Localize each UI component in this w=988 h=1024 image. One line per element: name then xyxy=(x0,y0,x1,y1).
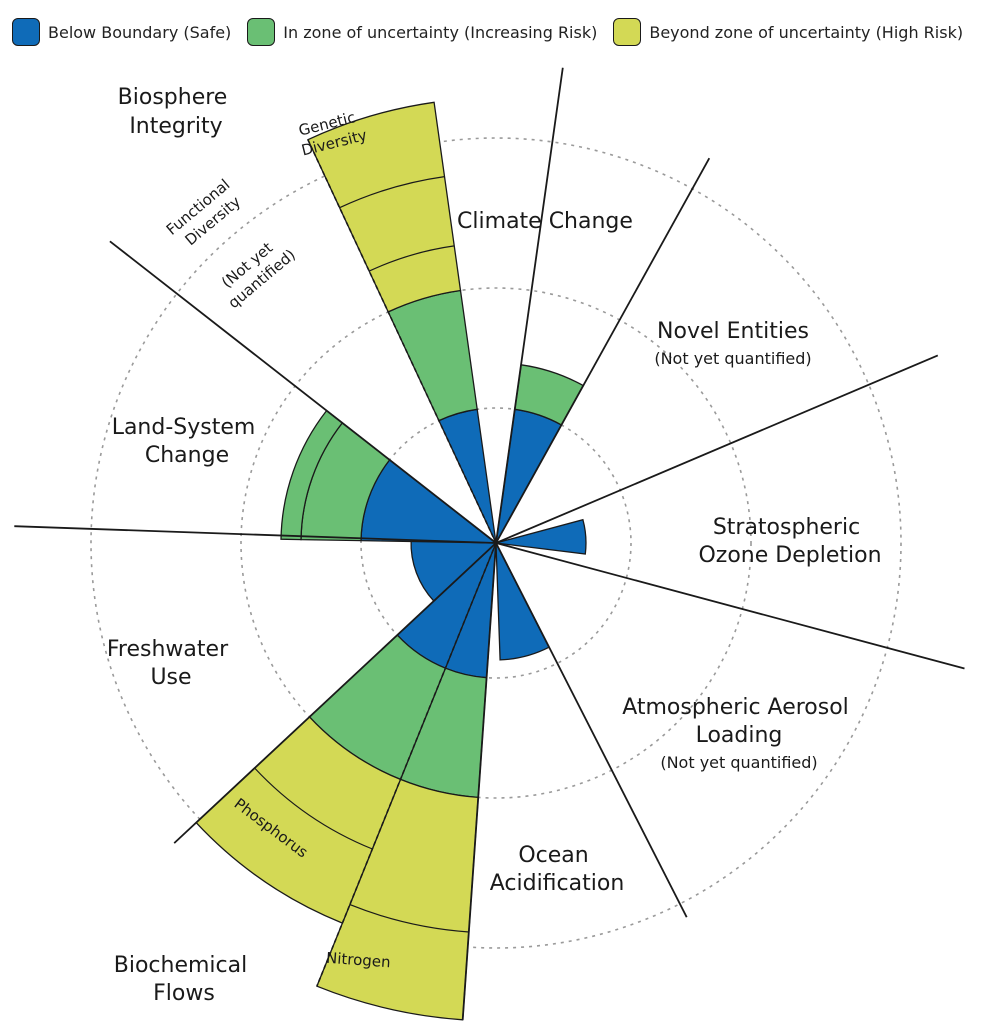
atmospheric-aerosol-label: Atmospheric Aerosol Loading xyxy=(622,695,856,748)
climate-change-label: Climate Change xyxy=(457,209,633,234)
boundary-ring-3 xyxy=(90,137,902,949)
legend-swatch-uncertainty xyxy=(247,18,276,46)
stratospheric-ozone-label: Stratospheric Ozone Depletion xyxy=(698,515,881,568)
boundary-ring-1 xyxy=(360,407,632,679)
freshwater-use-label: Freshwater Use xyxy=(107,637,235,690)
sector-divider-3 xyxy=(495,354,939,544)
subdivision-arc-0-0 xyxy=(368,245,455,272)
subdivision-arc-2-0 xyxy=(254,767,373,850)
legend-label-safe: Below Boundary (Safe) xyxy=(48,22,232,42)
subdivision-arc-1-0 xyxy=(349,904,469,933)
legend-item-high-risk: Beyond zone of uncertainty (High Risk) xyxy=(613,18,963,46)
ocean-acidification-label: Ocean Acidification xyxy=(490,843,625,896)
sector-divider-7 xyxy=(173,542,497,844)
boundary-ring-2 xyxy=(240,287,752,799)
sector-divider-1 xyxy=(495,67,564,544)
legend-item-safe: Below Boundary (Safe) xyxy=(12,18,231,46)
atmospheric-aerosol-note: (Not yet quantified) xyxy=(660,753,817,772)
novel-entities-label: Novel Entities xyxy=(657,319,809,344)
nitrogen-label: Nitrogen xyxy=(326,949,392,971)
sub-divider-2 xyxy=(316,542,497,987)
legend-label-uncertainty: In zone of uncertainty (Increasing Risk) xyxy=(283,22,598,42)
novel-entities-note: (Not yet quantified) xyxy=(654,349,811,368)
biochemical-flows-label: Biochemical Flows xyxy=(114,953,254,1006)
sector-divider-9 xyxy=(109,240,497,544)
stratospheric-ozone-band-1 xyxy=(495,518,587,555)
sector-divider-8 xyxy=(14,525,497,544)
legend: Below Boundary (Safe) In zone of uncerta… xyxy=(12,16,963,48)
sector-dividers xyxy=(14,67,965,1020)
legend-swatch-high-risk xyxy=(613,18,642,46)
legend-swatch-safe xyxy=(12,18,40,46)
sector-divider-4 xyxy=(495,542,965,670)
sector-divider-2 xyxy=(495,157,711,544)
subdivision-arc-0-1 xyxy=(339,176,445,209)
sector-divider-6 xyxy=(461,542,497,1020)
legend-item-uncertainty: In zone of uncertainty (Increasing Risk) xyxy=(247,18,597,46)
biosphere-integrity-band-3 xyxy=(307,101,462,313)
functional-diversity-label: Functional Diversity xyxy=(163,172,250,254)
land-system-change-band-3 xyxy=(280,409,344,541)
sector-divider-5 xyxy=(495,542,688,918)
biosphere-integrity-label: Biosphere Integrity xyxy=(118,85,235,139)
biosphere-integrity-band-2 xyxy=(387,289,478,422)
text-labels: Biosphere Integrity Genetic Diversity Fu… xyxy=(107,85,882,1006)
boundary-wedges xyxy=(195,101,587,1021)
legend-label-high-risk: Beyond zone of uncertainty (High Risk) xyxy=(649,22,964,42)
boundary-rings xyxy=(90,137,902,949)
land-system-change-label: Land-System Change xyxy=(112,415,263,468)
